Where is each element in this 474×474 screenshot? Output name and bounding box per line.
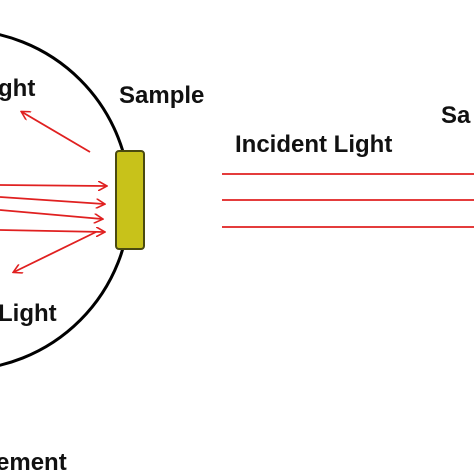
sphere-light-arrows [0, 185, 106, 232]
sample-label-left: Sample [119, 82, 204, 109]
reflected-arrow-lower [14, 231, 97, 272]
reflected-light-label: ght [0, 75, 35, 102]
sphere-arrow-4 [0, 230, 104, 232]
sample-label-right: Sa [441, 102, 471, 129]
sphere-arrow-1 [0, 185, 106, 186]
measurement-label: ement [0, 449, 67, 474]
sphere-arrow-3 [0, 209, 102, 219]
reflected-arrow-upper [22, 112, 91, 153]
sample-holder [115, 150, 145, 250]
incident-light-rays [222, 173, 474, 228]
reflected-light-arrows [14, 112, 97, 272]
transmitted-light-label: Light [0, 300, 57, 327]
sphere-arrow-2 [0, 196, 104, 204]
incident-light-label: Incident Light [235, 131, 392, 158]
